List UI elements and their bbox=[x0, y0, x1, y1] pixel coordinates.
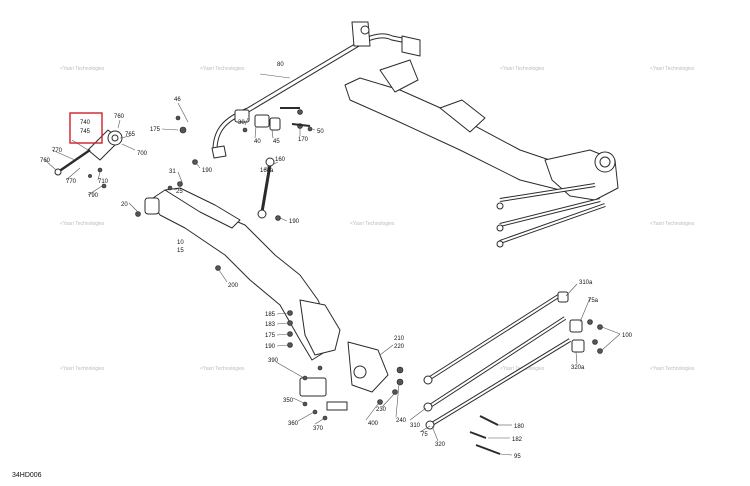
watermark: <Yasri Technologies bbox=[650, 366, 695, 372]
callout-label: 160a bbox=[260, 168, 274, 174]
watermark: <Yasri Technologies bbox=[60, 66, 105, 72]
callout-label: 400 bbox=[368, 421, 379, 427]
callout-label: 25 bbox=[176, 189, 183, 195]
callout-label: 160 bbox=[275, 157, 286, 163]
callout-label: 240 bbox=[396, 418, 407, 424]
callout-label: 75a bbox=[588, 298, 599, 304]
callout-label: 183 bbox=[265, 322, 276, 328]
callout-label: 390 bbox=[268, 358, 279, 364]
callout-label: 10 bbox=[177, 240, 184, 246]
callout-label: 360 bbox=[288, 421, 299, 427]
callout-label: 190 bbox=[265, 344, 276, 350]
callout-label: 230 bbox=[376, 407, 387, 413]
callout-label: 350 bbox=[283, 398, 294, 404]
callout-label: 320 bbox=[435, 442, 446, 448]
callout-label: 80 bbox=[277, 62, 284, 68]
callout-label: 182 bbox=[512, 437, 523, 443]
callout-label: 50 bbox=[317, 129, 324, 135]
callout-label: 46 bbox=[174, 97, 181, 103]
callout-label: 175 bbox=[150, 127, 161, 133]
shock-linkage-hardware bbox=[54, 129, 123, 189]
callout-label: 185 bbox=[265, 312, 276, 318]
callout-label: 31 bbox=[169, 169, 176, 175]
callout-label: 75 bbox=[421, 432, 428, 438]
highlight-box bbox=[69, 112, 103, 144]
callout-label: 190 bbox=[289, 219, 300, 225]
right-trailing-arm bbox=[344, 59, 619, 248]
lower-control-rods bbox=[423, 291, 585, 430]
highlighted-callout: 740 745 bbox=[69, 112, 103, 144]
highlighted-label: 745 bbox=[80, 129, 91, 135]
fastener-set bbox=[135, 107, 603, 455]
callout-label: 30 bbox=[238, 120, 245, 126]
leader-lines bbox=[44, 73, 621, 456]
left-trailing-arm bbox=[144, 187, 389, 411]
callout-label: 210 bbox=[394, 336, 405, 342]
watermark: <Yasri Technologies bbox=[60, 221, 105, 227]
stabilizer-link bbox=[234, 109, 281, 219]
callout-label: 310 bbox=[410, 423, 421, 429]
callout-label: 220 bbox=[394, 344, 405, 350]
callout-label: 760 bbox=[114, 114, 125, 120]
callout-label: 790 bbox=[88, 193, 99, 199]
callout-label: 765 bbox=[125, 132, 136, 138]
callout-label: 770 bbox=[66, 179, 77, 185]
highlighted-label: 740 bbox=[80, 120, 91, 126]
callout-label: 170 bbox=[298, 137, 309, 143]
callout-label: 95 bbox=[514, 454, 521, 460]
callout-label: 175 bbox=[265, 333, 276, 339]
callout-label: 20 bbox=[121, 202, 128, 208]
watermark: <Yasri Technologies bbox=[650, 66, 695, 72]
stabilizer-bar bbox=[211, 21, 421, 159]
callout-label: 770 bbox=[52, 148, 63, 154]
watermark: <Yasri Technologies bbox=[200, 366, 245, 372]
callout-label: 190 bbox=[202, 168, 213, 174]
callout-label: 370 bbox=[313, 426, 324, 432]
drawing-reference-code: 34HD006 bbox=[12, 472, 42, 479]
callout-label: 40 bbox=[254, 139, 261, 145]
callout-label: 310a bbox=[579, 280, 593, 286]
callout-label: 15 bbox=[177, 248, 184, 254]
callout-label: 760 bbox=[40, 158, 51, 164]
callout-label: 180 bbox=[514, 424, 525, 430]
callout-labels: 80 46 175 760 765 700 40 45 30 170 50 76… bbox=[40, 62, 633, 460]
watermark: <Yasri Technologies bbox=[500, 66, 545, 72]
callout-label: 45 bbox=[273, 139, 280, 145]
watermark: <Yasri Technologies bbox=[200, 66, 245, 72]
callout-label: 100 bbox=[622, 333, 633, 339]
callout-label: 710 bbox=[98, 179, 109, 185]
watermark: <Yasri Technologies bbox=[60, 366, 105, 372]
callout-label: 200 bbox=[228, 283, 239, 289]
watermark: <Yasri Technologies bbox=[650, 221, 695, 227]
callout-label: 700 bbox=[137, 151, 148, 157]
callout-label: 320a bbox=[571, 365, 585, 371]
watermark: <Yasri Technologies bbox=[350, 221, 395, 227]
